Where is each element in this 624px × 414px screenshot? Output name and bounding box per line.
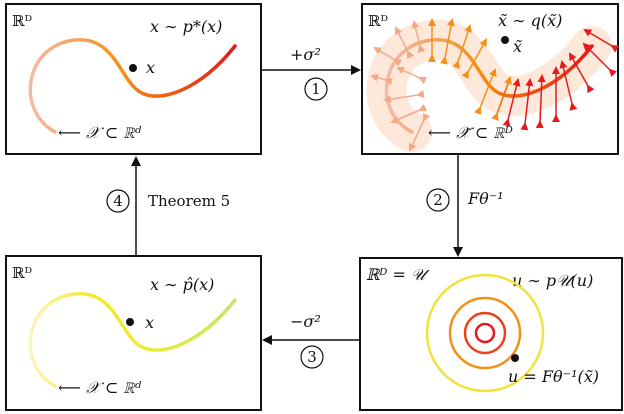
panel-data-frame [5,3,262,155]
panel-recovered-point-label: x [145,313,154,332]
step-4-number: 4 [113,192,123,210]
latent-ring-inner [463,311,507,355]
latent-ring-outer [425,273,545,393]
panel-recovered-manifold-curve [28,292,237,388]
panel-noisy-space-label: ℝᴰ [368,12,388,30]
step-2-label: Fθ⁻¹ [467,189,504,208]
panel-recovered-manifold-label: ⟵ 𝒳 ⊂ ℝᵈ [58,378,142,397]
step-1-arrow: +σ² 1 [262,45,361,101]
step-3-label: −σ² [290,312,321,331]
panel-data-point [129,64,137,72]
step-2-badge [426,188,450,212]
panel-noisy-point [501,36,509,44]
panel-noisy-manifold-label: ⟵ 𝒳̃ ⊂ ℝᴰ [428,123,513,142]
panel-data: ℝᴰ x ∼ p*(x) x ⟵ 𝒳 ⊂ ℝᵈ [5,3,262,155]
step-4-arrow: 4 Theorem 5 [106,156,230,255]
panel-data-manifold-label: ⟵ 𝒳 ⊂ ℝᵈ [58,123,142,142]
panel-recovered-frame [5,255,262,411]
panel-latent-point [511,354,519,362]
step-2-arrow: 2 Fθ⁻¹ [426,155,504,257]
panel-noisy-frame [361,3,619,155]
panel-latent-frame [359,257,623,411]
step-3-badge [300,345,324,369]
panel-noisy-point-label: x̃ [513,37,522,56]
panel-latent-space-label: ℝᴰ = 𝒰 [366,265,430,284]
panel-data-space-label: ℝᴰ [12,12,32,30]
panel-data-manifold-curve [28,38,237,134]
latent-ring-mid [448,296,522,370]
panel-noisy-noise-arrows [370,18,620,152]
step-2-number: 2 [433,191,443,209]
panel-data-point-label: x [146,58,155,77]
panel-recovered: ℝᴰ x ∼ p̂(x) x ⟵ 𝒳 ⊂ ℝᵈ [5,255,262,411]
panel-latent-distribution: u ∼ p𝒰(u) [512,271,593,290]
panel-recovered-distribution: x ∼ p̂(x) [150,275,214,294]
panel-data-distribution: x ∼ p*(x) [150,17,222,36]
step-4-label: Theorem 5 [148,192,230,210]
panel-latent: ℝᴰ = 𝒰 u ∼ p𝒰(u) u = Fθ⁻¹(x̃) [359,257,623,411]
panel-recovered-space-label: ℝᴰ [12,264,32,282]
latent-ring-core [474,322,496,344]
panel-recovered-point [126,318,134,326]
step-4-badge [106,189,130,213]
panel-noisy: ℝᴰ x̃ ∼ q(x̃) [361,3,620,155]
step-1-label: +σ² [290,45,321,64]
step-1-badge [304,77,328,101]
panel-latent-point-label: u = Fθ⁻¹(x̃) [508,367,599,386]
step-1-number: 1 [311,80,321,98]
step-3-arrow: −σ² 3 [262,312,359,369]
step-3-number: 3 [307,348,317,366]
panel-noisy-distribution: x̃ ∼ q(x̃) [498,11,562,30]
